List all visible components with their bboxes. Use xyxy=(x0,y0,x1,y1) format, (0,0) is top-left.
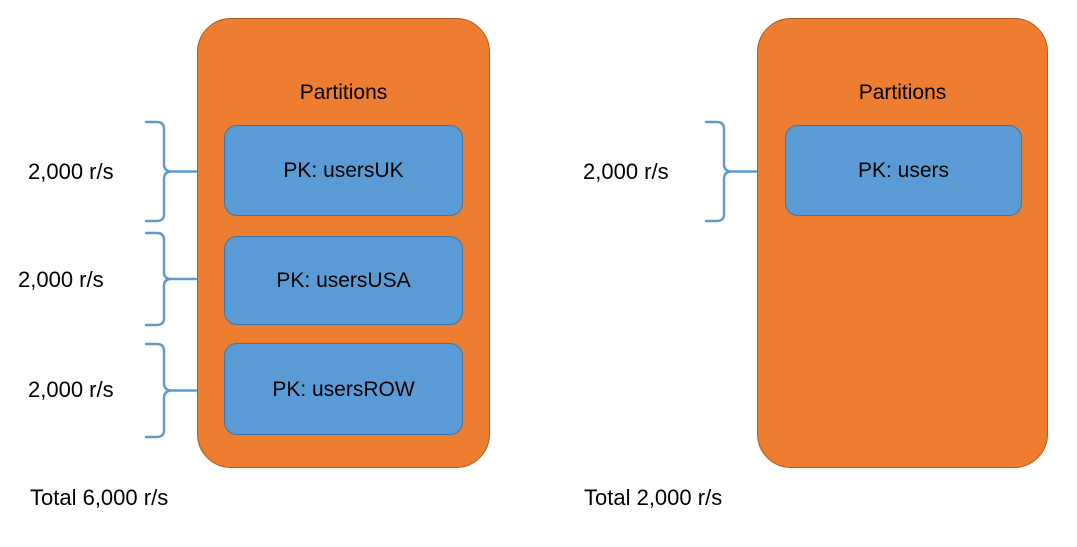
pk-box-label: PK: usersUK xyxy=(283,159,404,182)
pk-box-label: PK: usersUSA xyxy=(276,269,411,292)
rate-label-users: 2,000 r/s xyxy=(583,159,669,184)
partition-container-title-left: Partitions xyxy=(299,81,388,104)
pk-box-users-usa[interactable]: PK: usersUSA xyxy=(224,236,463,325)
pk-box-label: PK: users xyxy=(857,159,950,182)
pk-box-users-uk[interactable]: PK: usersUK xyxy=(224,125,463,216)
pk-box-users[interactable]: PK: users xyxy=(785,125,1022,216)
brace-users-uk xyxy=(144,120,198,223)
brace-users-row xyxy=(144,342,198,439)
rate-label-users-usa: 2,000 r/s xyxy=(18,267,104,292)
partition-container-right: Partitions xyxy=(757,18,1048,468)
pk-box-label: PK: usersROW xyxy=(272,377,415,401)
brace-users xyxy=(704,120,758,223)
pk-box-users-row[interactable]: PK: usersROW xyxy=(224,343,463,435)
total-label-left: Total 6,000 r/s xyxy=(30,485,169,510)
partition-container-title-right: Partitions xyxy=(858,81,947,104)
total-label-right: Total 2,000 r/s xyxy=(584,485,723,510)
rate-label-users-row: 2,000 r/s xyxy=(28,377,114,402)
rate-label-users-uk: 2,000 r/s xyxy=(28,159,114,184)
brace-users-usa xyxy=(144,231,198,327)
